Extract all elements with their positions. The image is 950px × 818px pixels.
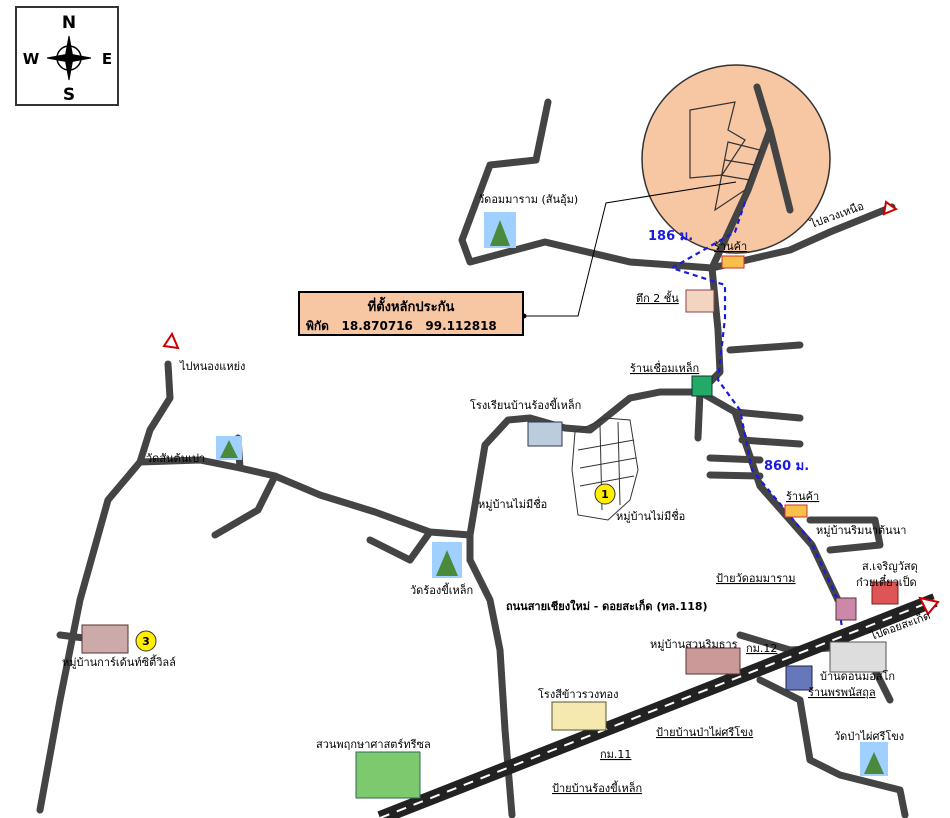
- label-park: สวนพฤกษาศาสตร์ทรีซล: [316, 738, 431, 751]
- property-lots: [689, 101, 761, 212]
- label-wat-sanklang: วัดสันต้นเปา: [146, 452, 205, 465]
- school-icon: [527, 421, 563, 447]
- marker-3: 3: [135, 630, 157, 652]
- compass-e: E: [102, 50, 112, 68]
- label-shop1: ร้านค้า: [714, 240, 747, 253]
- label-wat-amara: วัดอมมาราม (สันอุ้ม): [478, 193, 578, 206]
- label-km11: กม.11: [600, 748, 631, 761]
- label-village-garden: หมู่บ้านการ์เด้นท์ซิตี้วิลล์: [62, 654, 176, 669]
- label-bus-stop-pa: ป้ายบ้านป่าไผ่ศรีโขง: [656, 725, 753, 739]
- temple-icon: [432, 542, 462, 578]
- temple-icon: [484, 212, 516, 248]
- route-line: [669, 201, 844, 629]
- park-icon: [355, 751, 421, 799]
- label-ban-don: บ้านดอนมอสโก: [820, 669, 895, 683]
- info-title: ที่ตั้งหลักประกัน: [367, 300, 455, 315]
- label-wat-rong: วัดร้องขี้เหล็ก: [410, 582, 473, 597]
- callout-leader: [524, 181, 737, 317]
- compass-icon: [46, 35, 92, 81]
- label-bus-stop-wat: ป้ายวัดอมมาราม: [716, 572, 796, 585]
- label-bus-stop-rong: ป้ายบ้านร้องขี้เหล็ก: [552, 780, 642, 795]
- label-building2: ตึก 2 ชั้น: [636, 290, 679, 305]
- arrow-to-nong-icon: [162, 331, 180, 350]
- label-to-nong: ไปหนองแหย่ง: [179, 360, 245, 373]
- label-village-suan: หมู่บ้านสวนริมธาร: [650, 638, 738, 651]
- compass-s: S: [63, 85, 75, 104]
- mall-icon: [829, 641, 887, 673]
- marker-3-label: 3: [142, 635, 150, 648]
- label-s-charoen: ส.เจริญวัสดุ: [862, 560, 918, 573]
- shop-icon: [784, 504, 808, 518]
- arrow-to-doi-icon: [918, 596, 940, 616]
- marker-1: 1: [594, 483, 616, 505]
- distance-short: 186 ม.: [648, 229, 693, 244]
- distance-long: 860 ม.: [764, 459, 809, 474]
- village-lots: [571, 417, 639, 521]
- label-village-noname2: หมู่บ้านไม่มีชื่อ: [616, 508, 685, 523]
- coord-lng: 99.112818: [425, 319, 497, 333]
- store-icon: [871, 581, 899, 605]
- label-school: โรงเรียนบ้านร้องขี้เหล็ก: [470, 397, 581, 412]
- info-coord: พิกัด 18.870716 99.112818: [306, 317, 497, 336]
- mill-icon: [551, 701, 607, 731]
- weld-shop-icon: [691, 375, 713, 397]
- temple-icon: [860, 742, 888, 776]
- label-shop2: ร้านค้า: [786, 490, 819, 503]
- highway-118: [377, 593, 940, 818]
- shop-sign-icon: [835, 597, 857, 621]
- label-village-noname1: หมู่บ้านไม่มีชื่อ: [478, 496, 547, 511]
- shop-icon: [721, 255, 745, 269]
- collateral-info-box: ที่ตั้งหลักประกัน พิกัด 18.870716 99.112…: [298, 291, 524, 336]
- arrow-to-north-icon: [882, 200, 899, 216]
- label-noodle: ก๋วยเตี๋ยวเป็ด: [856, 573, 917, 589]
- building-icon: [685, 289, 715, 313]
- coord-label: พิกัด: [306, 319, 329, 333]
- coord-lat: 18.870716: [341, 319, 413, 333]
- property-area-circle: [641, 64, 831, 254]
- compass-w: W: [23, 50, 40, 68]
- label-wat-pa: วัดป่าไผ่ศรีโขง: [834, 729, 904, 743]
- house-icon: [81, 624, 129, 654]
- compass-n: N: [62, 13, 76, 33]
- temple-icon: [216, 436, 242, 460]
- label-police: ร้านพรพนัสถุล: [808, 686, 876, 699]
- label-weld-shop: ร้านเชื่อมเหล็ก: [630, 360, 699, 375]
- compass-rose: N S W E: [15, 6, 119, 106]
- office-icon: [785, 665, 813, 691]
- label-road-name: ถนนสายเชียงใหม่ - ดอยสะเก็ด (ทล.118): [506, 599, 708, 613]
- marker-1-label: 1: [601, 488, 609, 501]
- label-km12: กม.12: [746, 642, 777, 655]
- label-rice-mill: โรงสีข้าวรวงทอง: [538, 687, 618, 701]
- house-icon: [685, 647, 741, 675]
- label-village-ruam: หมู่บ้านริมนาต้นนา: [816, 524, 906, 537]
